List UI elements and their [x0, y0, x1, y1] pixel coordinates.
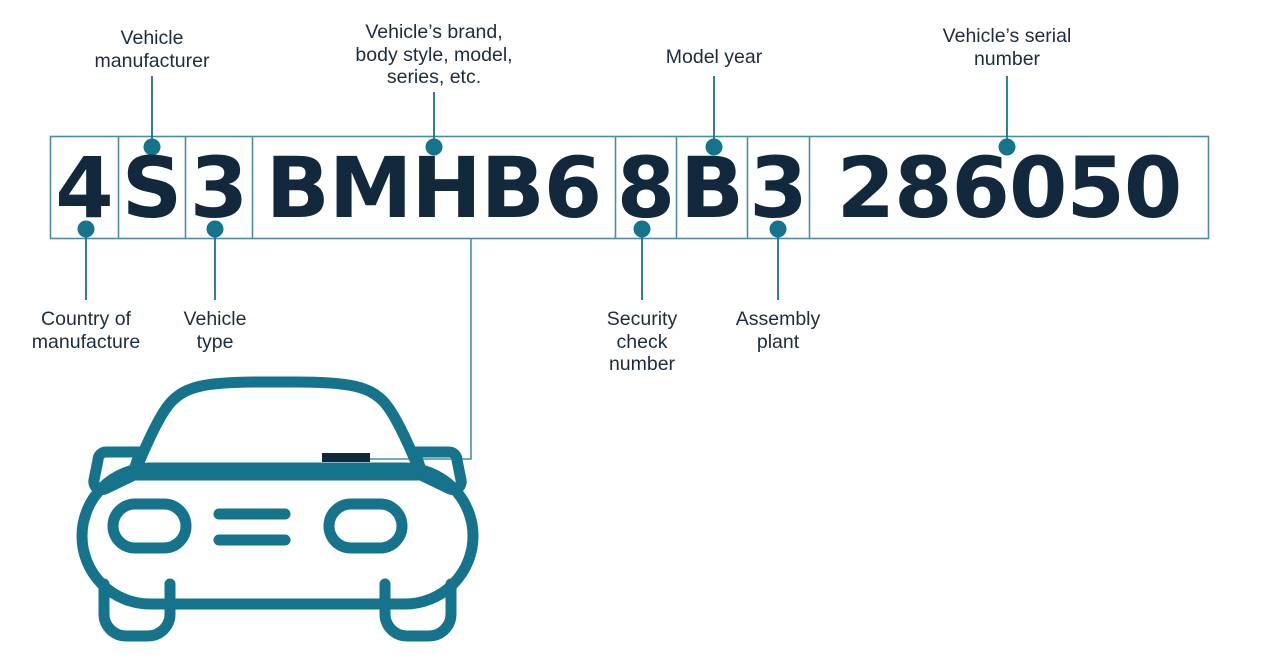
vin-cell-dividers [117, 136, 811, 239]
label-assembly-plant: Assembly plant [735, 308, 821, 353]
dot-security-check [633, 220, 651, 238]
dot-vehicle-type [206, 220, 224, 238]
car-roof [128, 376, 427, 481]
car-wheel-right [379, 578, 457, 642]
vin-group-manufacturer: S [121, 139, 183, 237]
dot-country-of-manufacture [77, 220, 95, 238]
vin-group-country: 4 [55, 139, 113, 237]
vin-group-security-check: 8 [616, 139, 675, 237]
bottom-leader-dots [77, 220, 787, 238]
top-leader-dots [143, 138, 1016, 156]
dot-vehicle-manufacturer [143, 138, 161, 156]
label-security-check-number: Security check number [606, 308, 678, 375]
dot-assembly-plant [769, 220, 787, 238]
dot-model-year [705, 138, 723, 156]
vin-group-model-year: B [679, 139, 744, 237]
car-body [76, 462, 479, 610]
vin-group-serial-number: 286050 [836, 139, 1183, 237]
vin-box-outline [49, 135, 1210, 240]
car-front-icon [76, 376, 479, 642]
dot-serial-number [998, 138, 1016, 156]
top-leader-lines [151, 76, 1008, 144]
label-country-of-manufacture: Country of manufacture [31, 308, 141, 353]
car-headlight-left [107, 498, 192, 554]
label-vehicle-type: Vehicle type [183, 308, 247, 353]
label-model-year: Model year [665, 46, 763, 68]
dot-vehicle-brand [425, 138, 443, 156]
vin-to-car-connector [360, 239, 472, 460]
car-wheel-left [98, 578, 176, 642]
label-vehicle-manufacturer: Vehicle manufacturer [94, 27, 210, 72]
vin-group-assembly-plant: 3 [749, 139, 807, 237]
label-vehicle-brand-body-model: Vehicle’s brand, body style, model, seri… [355, 21, 513, 88]
vin-group-brand-body-model: BMHB6 [265, 139, 602, 237]
bottom-leader-lines [85, 231, 779, 300]
car-headlight-right [323, 498, 408, 554]
vin-plate-mark [322, 453, 370, 462]
vin-group-vehicle-type: 3 [189, 139, 248, 237]
label-vehicle-serial-number: Vehicle’s serial number [942, 25, 1072, 70]
